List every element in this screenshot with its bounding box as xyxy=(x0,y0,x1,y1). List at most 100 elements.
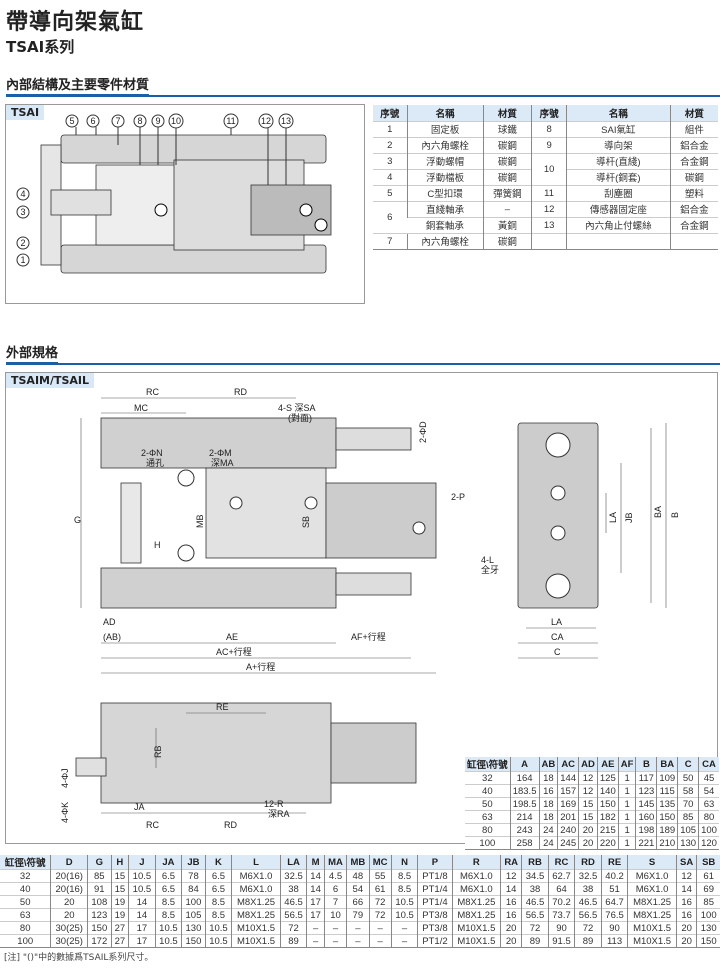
table-cell: 220 xyxy=(596,836,619,850)
col-header: AB xyxy=(538,757,558,772)
col-header: A xyxy=(509,757,539,772)
table-cell: 6.5 xyxy=(204,869,232,883)
diagram-label: TSAIM/TSAIL xyxy=(6,373,95,388)
table-cell: 85 xyxy=(677,810,699,824)
table-cell: 48 xyxy=(346,869,369,883)
table-cell: 32 xyxy=(0,869,51,883)
table-cell: 50 xyxy=(465,797,511,811)
callout-5: 5 xyxy=(65,114,79,128)
table-cell: 54 xyxy=(698,784,719,798)
table-cell: M10X1.5 xyxy=(451,934,501,948)
table-cell: 8.5 xyxy=(390,882,418,896)
dim-la-vertical: LA xyxy=(608,512,618,523)
table-cell: 46.5 xyxy=(574,895,602,909)
col-header: AD xyxy=(578,757,598,772)
col-header: RA xyxy=(500,855,522,870)
table-cell: 66 xyxy=(346,895,369,909)
table-cell: M6X1.0 xyxy=(451,869,501,883)
svg-text:1: 1 xyxy=(20,255,25,265)
table-cell: 135 xyxy=(656,797,678,811)
svg-text:11: 11 xyxy=(226,116,235,126)
table-cell: 10.5 xyxy=(204,934,232,948)
table-cell: 20 xyxy=(578,823,598,837)
table-cell: 4 xyxy=(373,168,408,185)
table-cell: 8.5 xyxy=(204,895,232,909)
table-cell: 105 xyxy=(181,908,206,922)
table-cell: 18 xyxy=(538,810,558,824)
table-cell: 115 xyxy=(656,784,678,798)
table-cell: 刮塵圈 xyxy=(566,184,671,201)
callout-9: 9 xyxy=(151,114,165,128)
table-cell: 182 xyxy=(596,810,619,824)
table-cell: – xyxy=(346,921,369,935)
dim-h: H xyxy=(154,540,161,550)
table-cell: 20 xyxy=(50,908,88,922)
col-header: L xyxy=(231,855,281,870)
table-cell: 16 xyxy=(500,895,522,909)
table-cell: 105 xyxy=(677,823,699,837)
table-cell: 直綫軸承 xyxy=(406,200,484,217)
dim-s-note: (對面) xyxy=(288,412,312,423)
col-header: C xyxy=(677,757,699,772)
table-cell: 70.2 xyxy=(547,895,575,909)
dim-rb: RB xyxy=(153,745,163,758)
table-cell xyxy=(669,232,718,250)
table-cell: 黃銅 xyxy=(482,216,532,233)
table-cell: 6.5 xyxy=(154,869,182,883)
table-cell: 16 xyxy=(538,784,558,798)
svg-text:9: 9 xyxy=(155,116,160,126)
table-cell: 8 xyxy=(531,120,567,137)
table-cell: 85 xyxy=(87,869,112,883)
internal-structure-drawing: 5 6 7 8 9 10 11 12 13 4 3 2 1 xyxy=(16,113,332,274)
dim-ad: AD xyxy=(103,617,116,627)
table-cell: 55 xyxy=(368,869,392,883)
table-cell: 20(16) xyxy=(50,869,88,883)
table-cell: M10X1.5 xyxy=(231,934,281,948)
table-cell: 15 xyxy=(578,810,598,824)
col-header: JB xyxy=(181,855,206,870)
table-cell: 12 xyxy=(531,200,567,217)
table-cell: 碳鋼 xyxy=(482,232,532,250)
table-cell: 80 xyxy=(698,810,719,824)
table-cell: 40.2 xyxy=(600,869,628,883)
table-cell: 100 xyxy=(696,908,720,922)
table-cell: 34.5 xyxy=(521,869,549,883)
col-header: J xyxy=(128,855,156,870)
section-internal-structure: 內部結構及主要零件材質 xyxy=(6,74,720,97)
table-cell: SAI氣缸 xyxy=(566,120,671,137)
col-header: MC xyxy=(368,855,392,870)
table-cell: M6X1.0 xyxy=(627,882,677,896)
dim-rd: RD xyxy=(234,387,247,397)
col-header: BA xyxy=(656,757,678,772)
table-cell: 20 xyxy=(500,921,522,935)
col-header: R xyxy=(451,855,501,870)
svg-text:10: 10 xyxy=(171,116,181,126)
table-cell: 130 xyxy=(181,921,206,935)
dim-m-note: 深MA xyxy=(211,458,234,468)
table-cell: 189 xyxy=(656,823,678,837)
table-cell: 91 xyxy=(87,882,112,896)
svg-text:13: 13 xyxy=(281,116,291,126)
table-cell: 12 xyxy=(675,869,697,883)
table-cell: M8X1.25 xyxy=(451,908,501,922)
table-cell: 6.5 xyxy=(204,882,232,896)
table-cell: 70 xyxy=(677,797,699,811)
table-cell xyxy=(566,232,671,250)
callout-7: 7 xyxy=(111,114,125,128)
callout-11: 11 xyxy=(223,113,239,129)
table-cell: 鋁合金 xyxy=(669,200,718,217)
dim-mc: MC xyxy=(134,403,148,413)
table-cell: 10.5 xyxy=(128,869,156,883)
table-cell: – xyxy=(346,934,369,948)
col-header: 缸徑\符號 xyxy=(0,855,51,870)
section-external-dimensions: 外部規格 xyxy=(6,342,720,365)
dim-jb: JB xyxy=(624,512,634,523)
table-cell: 150 xyxy=(181,934,206,948)
col-header: SB xyxy=(696,855,720,870)
table-cell: 27 xyxy=(110,934,129,948)
table-cell: 10 xyxy=(323,908,347,922)
